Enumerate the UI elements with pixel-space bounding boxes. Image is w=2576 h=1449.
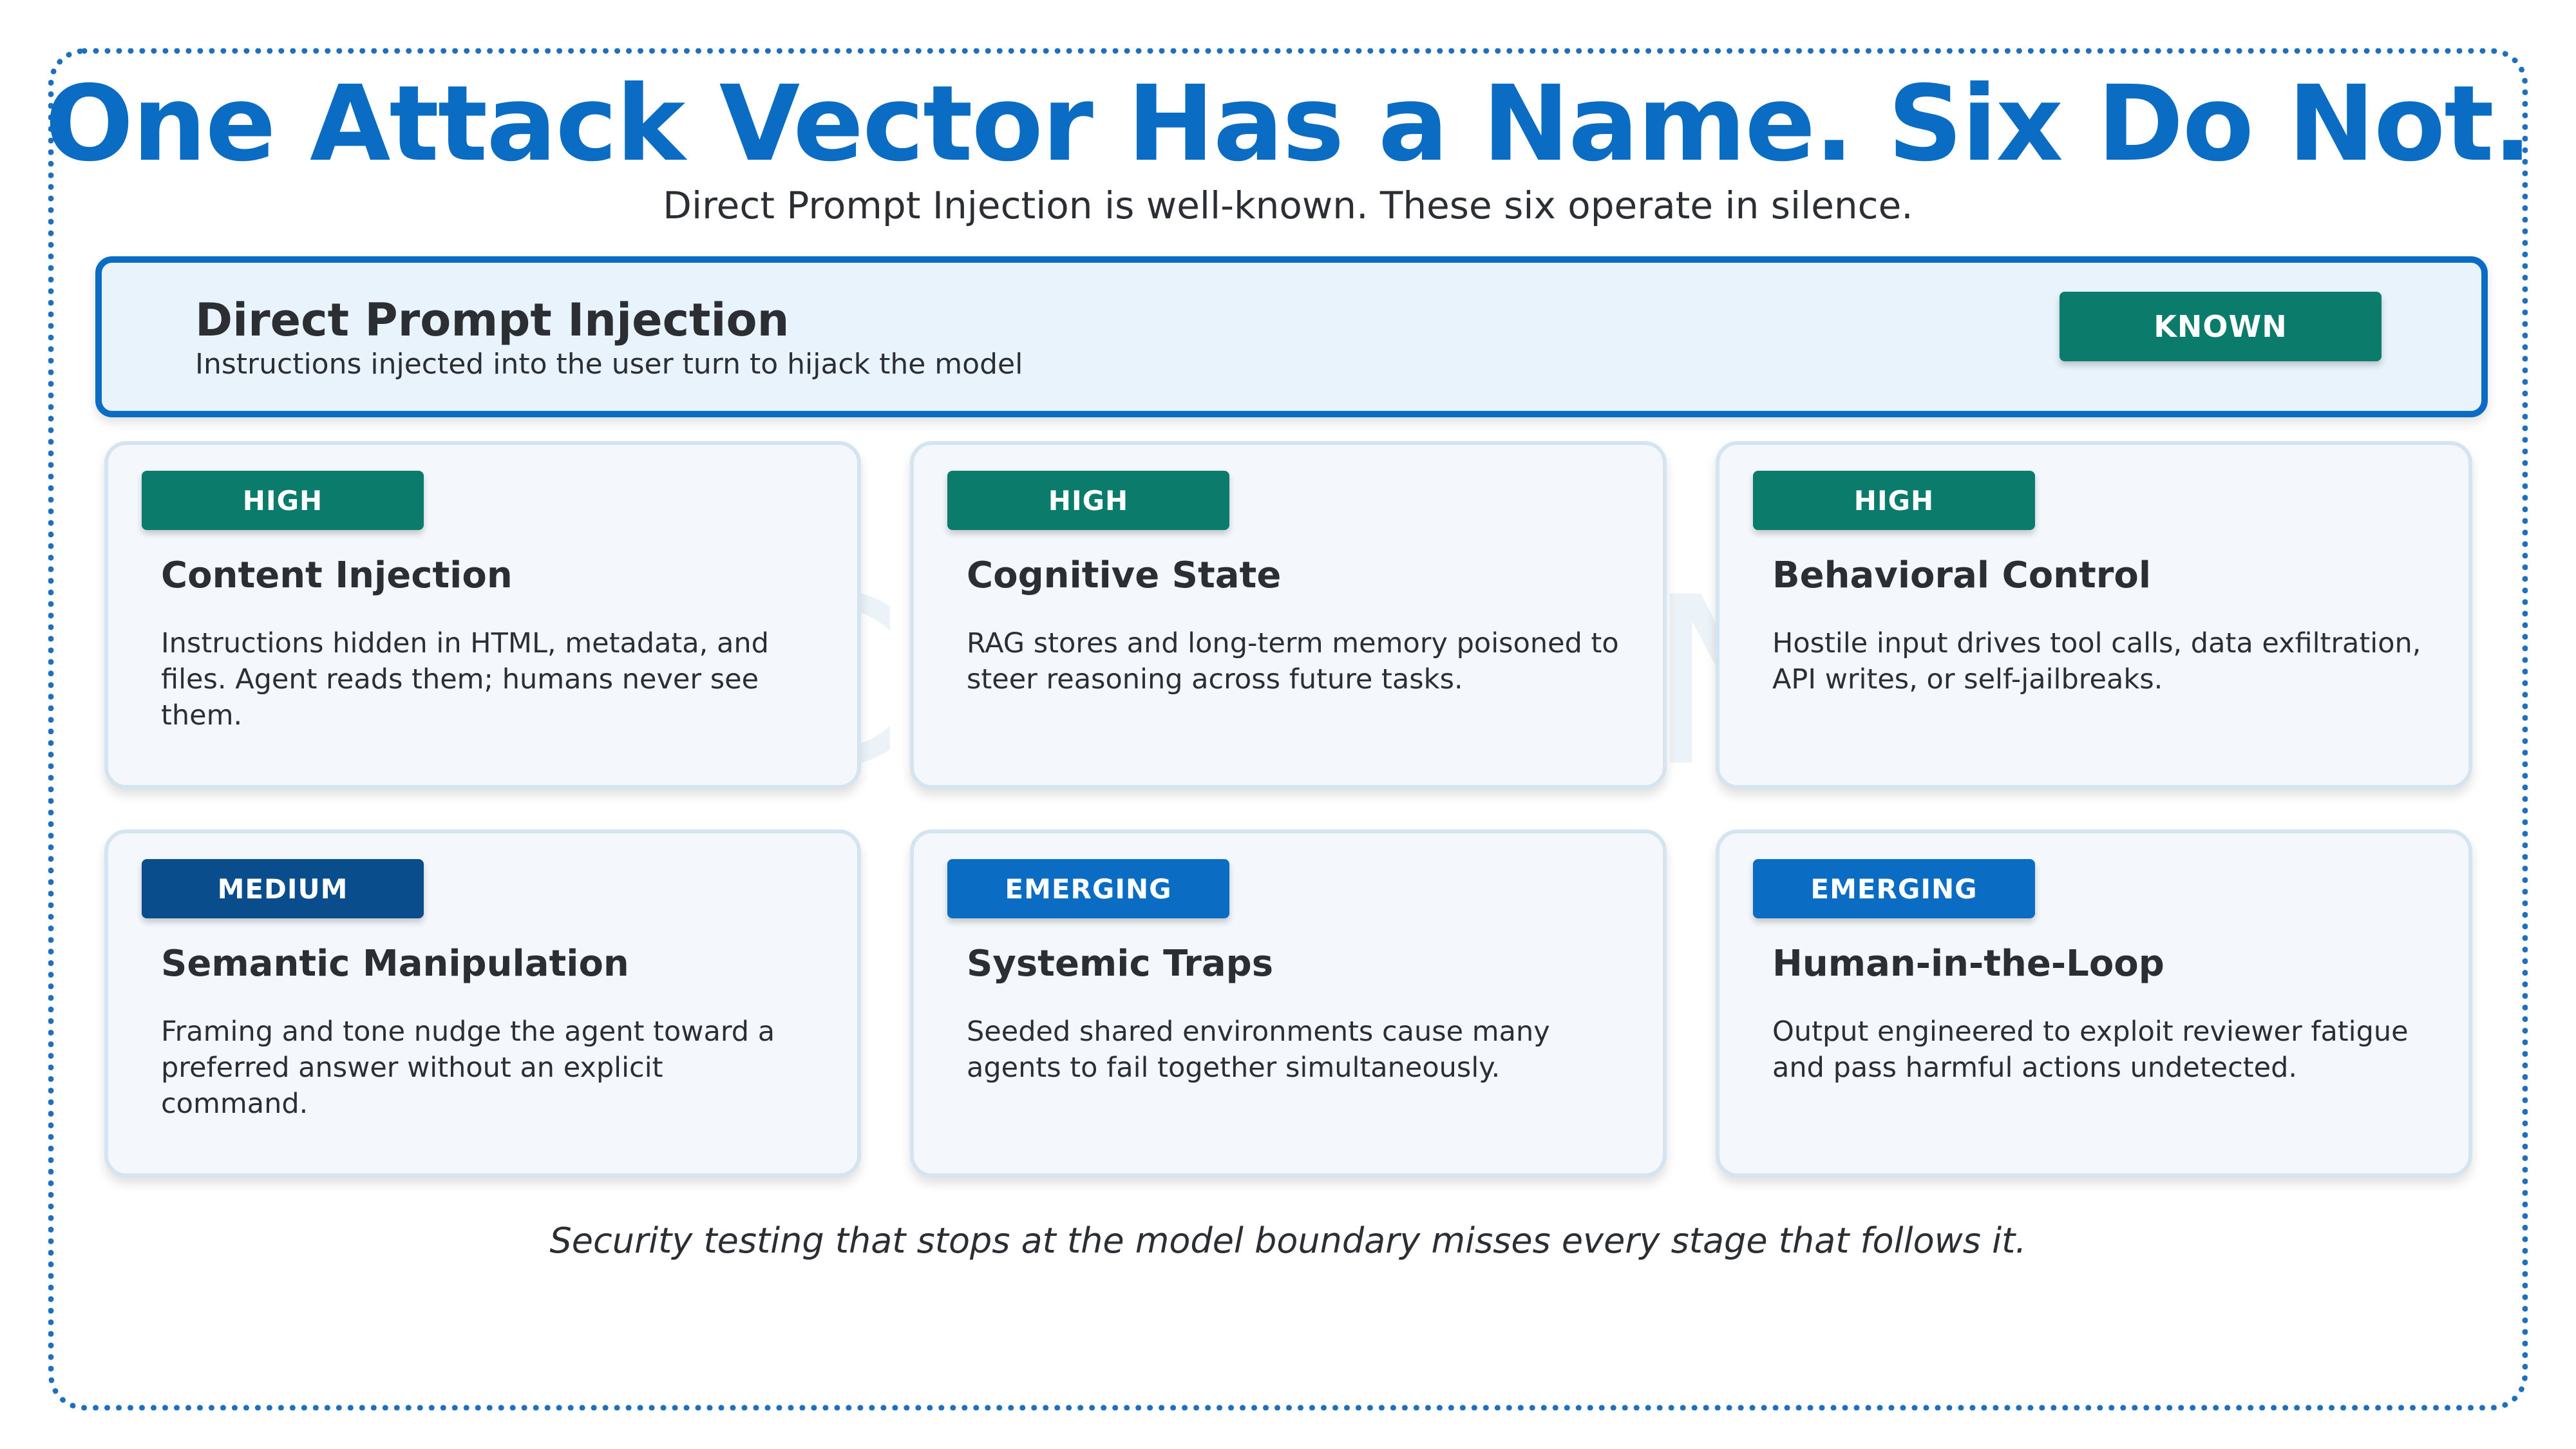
vector-title: Cognitive State bbox=[967, 554, 1282, 596]
vector-title: Behavioral Control bbox=[1772, 554, 2152, 596]
severity-badge: HIGH bbox=[142, 471, 424, 530]
known-badge: KNOWN bbox=[2060, 292, 2382, 361]
vector-card-human-in-the-loop: EMERGING Human-in-the-Loop Output engine… bbox=[1716, 829, 2472, 1177]
vector-description: Output engineered to exploit reviewer fa… bbox=[1772, 1016, 2409, 1084]
vector-description: Framing and tone nudge the agent toward … bbox=[161, 1016, 775, 1120]
severity-badge: EMERGING bbox=[947, 859, 1229, 918]
vector-description: RAG stores and long-term memory poisoned… bbox=[967, 627, 1619, 696]
severity-badge: HIGH bbox=[947, 471, 1229, 530]
severity-badge: EMERGING bbox=[1753, 859, 2035, 918]
vector-description: Instructions hidden in HTML, metadata, a… bbox=[161, 627, 769, 732]
known-vector-card: Direct Prompt Injection Instructions inj… bbox=[95, 256, 2488, 417]
vector-description: Hostile input drives tool calls, data ex… bbox=[1772, 627, 2421, 696]
vector-card-behavioral-control: HIGH Behavioral Control Hostile input dr… bbox=[1716, 441, 2472, 789]
severity-badge: HIGH bbox=[1753, 471, 2035, 530]
vector-description: Seeded shared environments cause many ag… bbox=[967, 1016, 1550, 1084]
vector-title: Semantic Manipulation bbox=[161, 943, 629, 985]
vector-title: Systemic Traps bbox=[967, 943, 1274, 985]
footer-note: Security testing that stops at the model… bbox=[549, 1220, 2027, 1261]
vector-title: Human-in-the-Loop bbox=[1772, 943, 2164, 985]
vector-title: Content Injection bbox=[161, 554, 513, 596]
known-vector-description: Instructions injected into the user turn… bbox=[195, 348, 1023, 381]
vector-card-cognitive-state: HIGH Cognitive State RAG stores and long… bbox=[910, 441, 1667, 789]
page-title: One Attack Vector Has a Name. Six Do Not… bbox=[44, 64, 2533, 185]
dotted-frame bbox=[48, 48, 2528, 1410]
known-vector-title: Direct Prompt Injection bbox=[195, 294, 790, 346]
severity-badge: MEDIUM bbox=[142, 859, 424, 918]
vector-card-semantic-manipulation: MEDIUM Semantic Manipulation Framing and… bbox=[104, 829, 861, 1177]
vector-card-content-injection: HIGH Content Injection Instructions hidd… bbox=[104, 441, 861, 789]
page-subtitle: Direct Prompt Injection is well-known. T… bbox=[663, 184, 1913, 227]
vector-card-systemic-traps: EMERGING Systemic Traps Seeded shared en… bbox=[910, 829, 1667, 1177]
